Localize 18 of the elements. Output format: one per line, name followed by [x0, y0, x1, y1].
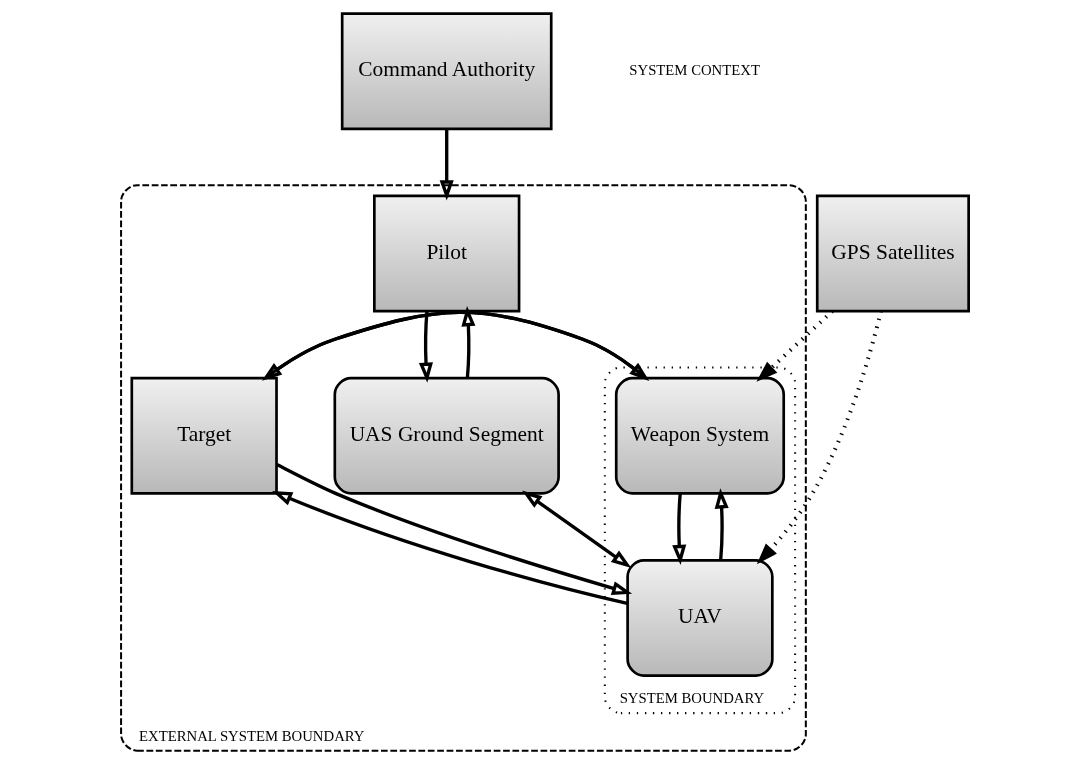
arrow	[460, 306, 475, 378]
node-box: GPS Satellites	[815, 194, 970, 313]
label: SYSTEM CONTEXT	[628, 62, 760, 79]
arrow	[418, 311, 433, 383]
arrow	[271, 490, 628, 606]
node-box: Command Authority	[340, 12, 553, 131]
arrow	[275, 463, 632, 595]
node-box: Target	[129, 376, 278, 495]
node-box: UAV	[625, 559, 774, 677]
node-box: UAS Ground Segment	[332, 376, 560, 495]
node-box: Pilot	[372, 194, 520, 313]
arrow	[756, 309, 834, 382]
arrow	[439, 128, 454, 201]
arrow	[671, 493, 686, 565]
node-box: Weapon System	[614, 376, 785, 495]
arrow	[756, 310, 883, 565]
arrow	[714, 488, 729, 561]
arrow	[521, 490, 631, 569]
